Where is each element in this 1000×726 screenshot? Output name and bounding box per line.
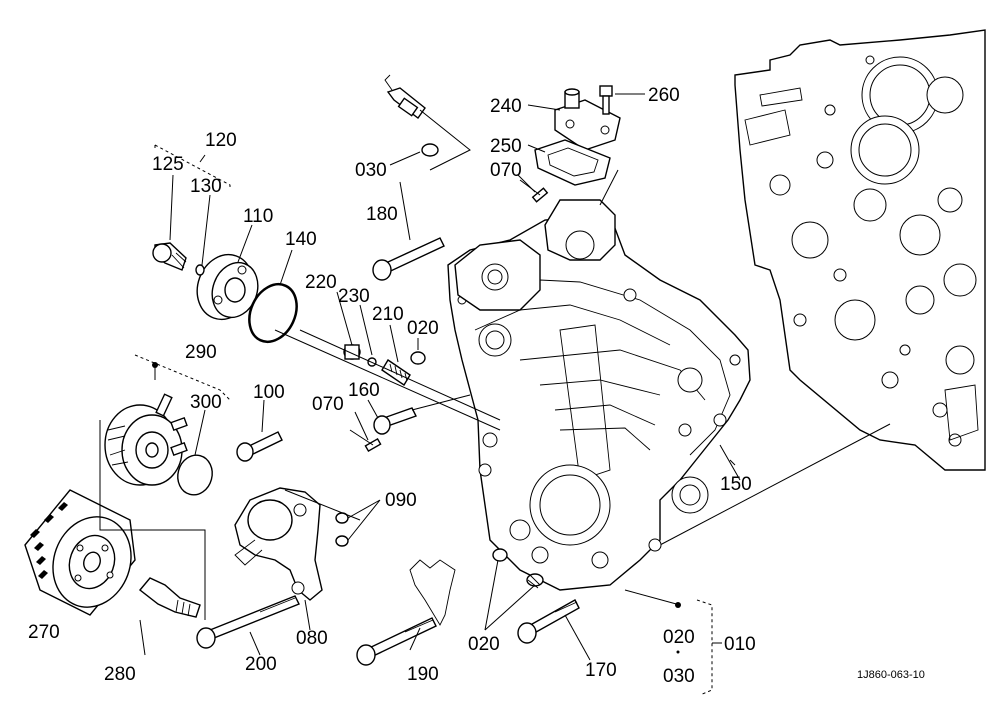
oil-cooler-290 [104,393,188,486]
label-020-top: 020 [407,318,439,339]
label-250: 250 [490,136,522,157]
bolt-180 [372,237,445,281]
o-ring-300 [177,454,213,496]
gear-case [447,169,751,606]
bracket-sketch [409,559,456,626]
o-rings-090 [335,512,349,547]
bolt-190 [356,617,437,666]
label-260: 260 [648,85,680,106]
label-125: 125 [152,154,184,175]
label-280: 280 [104,664,136,685]
oil-filter-270 [24,489,136,616]
label-140: 140 [285,229,317,250]
bolt-170 [517,599,580,644]
label-130: 130 [190,176,222,197]
label-080: 080 [296,628,328,649]
drawing-code: 1J860-063-10 [857,669,925,681]
label-030-top: 030 [355,160,387,181]
bolt-260 [599,85,613,115]
filter-grip-ribs [30,502,68,579]
pin-070-mid [349,429,382,453]
label-090: 090 [385,490,417,511]
o-ring-140 [248,283,298,343]
label-220: 220 [305,272,337,293]
bolt-125 [152,242,187,271]
label-230: 230 [338,286,370,307]
pin-070-top [519,179,549,203]
label-160: 160 [348,380,380,401]
fitting-280 [138,577,201,618]
label-070-mid: 070 [312,394,344,415]
filter-cover-110 [196,253,259,321]
bolt-200 [196,595,300,649]
label-210: 210 [372,304,404,325]
label-020-bottom: 020 [468,634,500,655]
bolt-100 [236,431,283,462]
label-200: 200 [245,654,277,675]
label-300: 300 [190,392,222,413]
plugs-020-bottom [492,548,544,589]
label-010: 010 [724,634,756,655]
engine-block [659,29,986,546]
label-270: 270 [28,622,60,643]
label-120: 120 [205,130,237,151]
label-150: 150 [720,474,752,495]
filter-bracket-080 [234,487,323,601]
label-100: 100 [253,382,285,403]
washer-130 [195,264,205,276]
label-180: 180 [366,204,398,225]
gasket-250 [534,139,611,186]
leader-lines [99,93,741,696]
label-290: 290 [185,342,217,363]
label-030-right: 030 [663,666,695,687]
label-070-top: 070 [490,160,522,181]
relief-valve-parts [299,329,501,421]
plug-sensor-top [384,74,471,171]
label-240: 240 [490,96,522,117]
part-labels: 120 125 130 110 140 290 300 100 090 080 … [28,85,925,687]
label-020-right: 020 [663,627,695,648]
label-170: 170 [585,660,617,681]
label-190: 190 [407,664,439,685]
label-110: 110 [243,206,273,227]
bolt-160 [373,394,471,435]
